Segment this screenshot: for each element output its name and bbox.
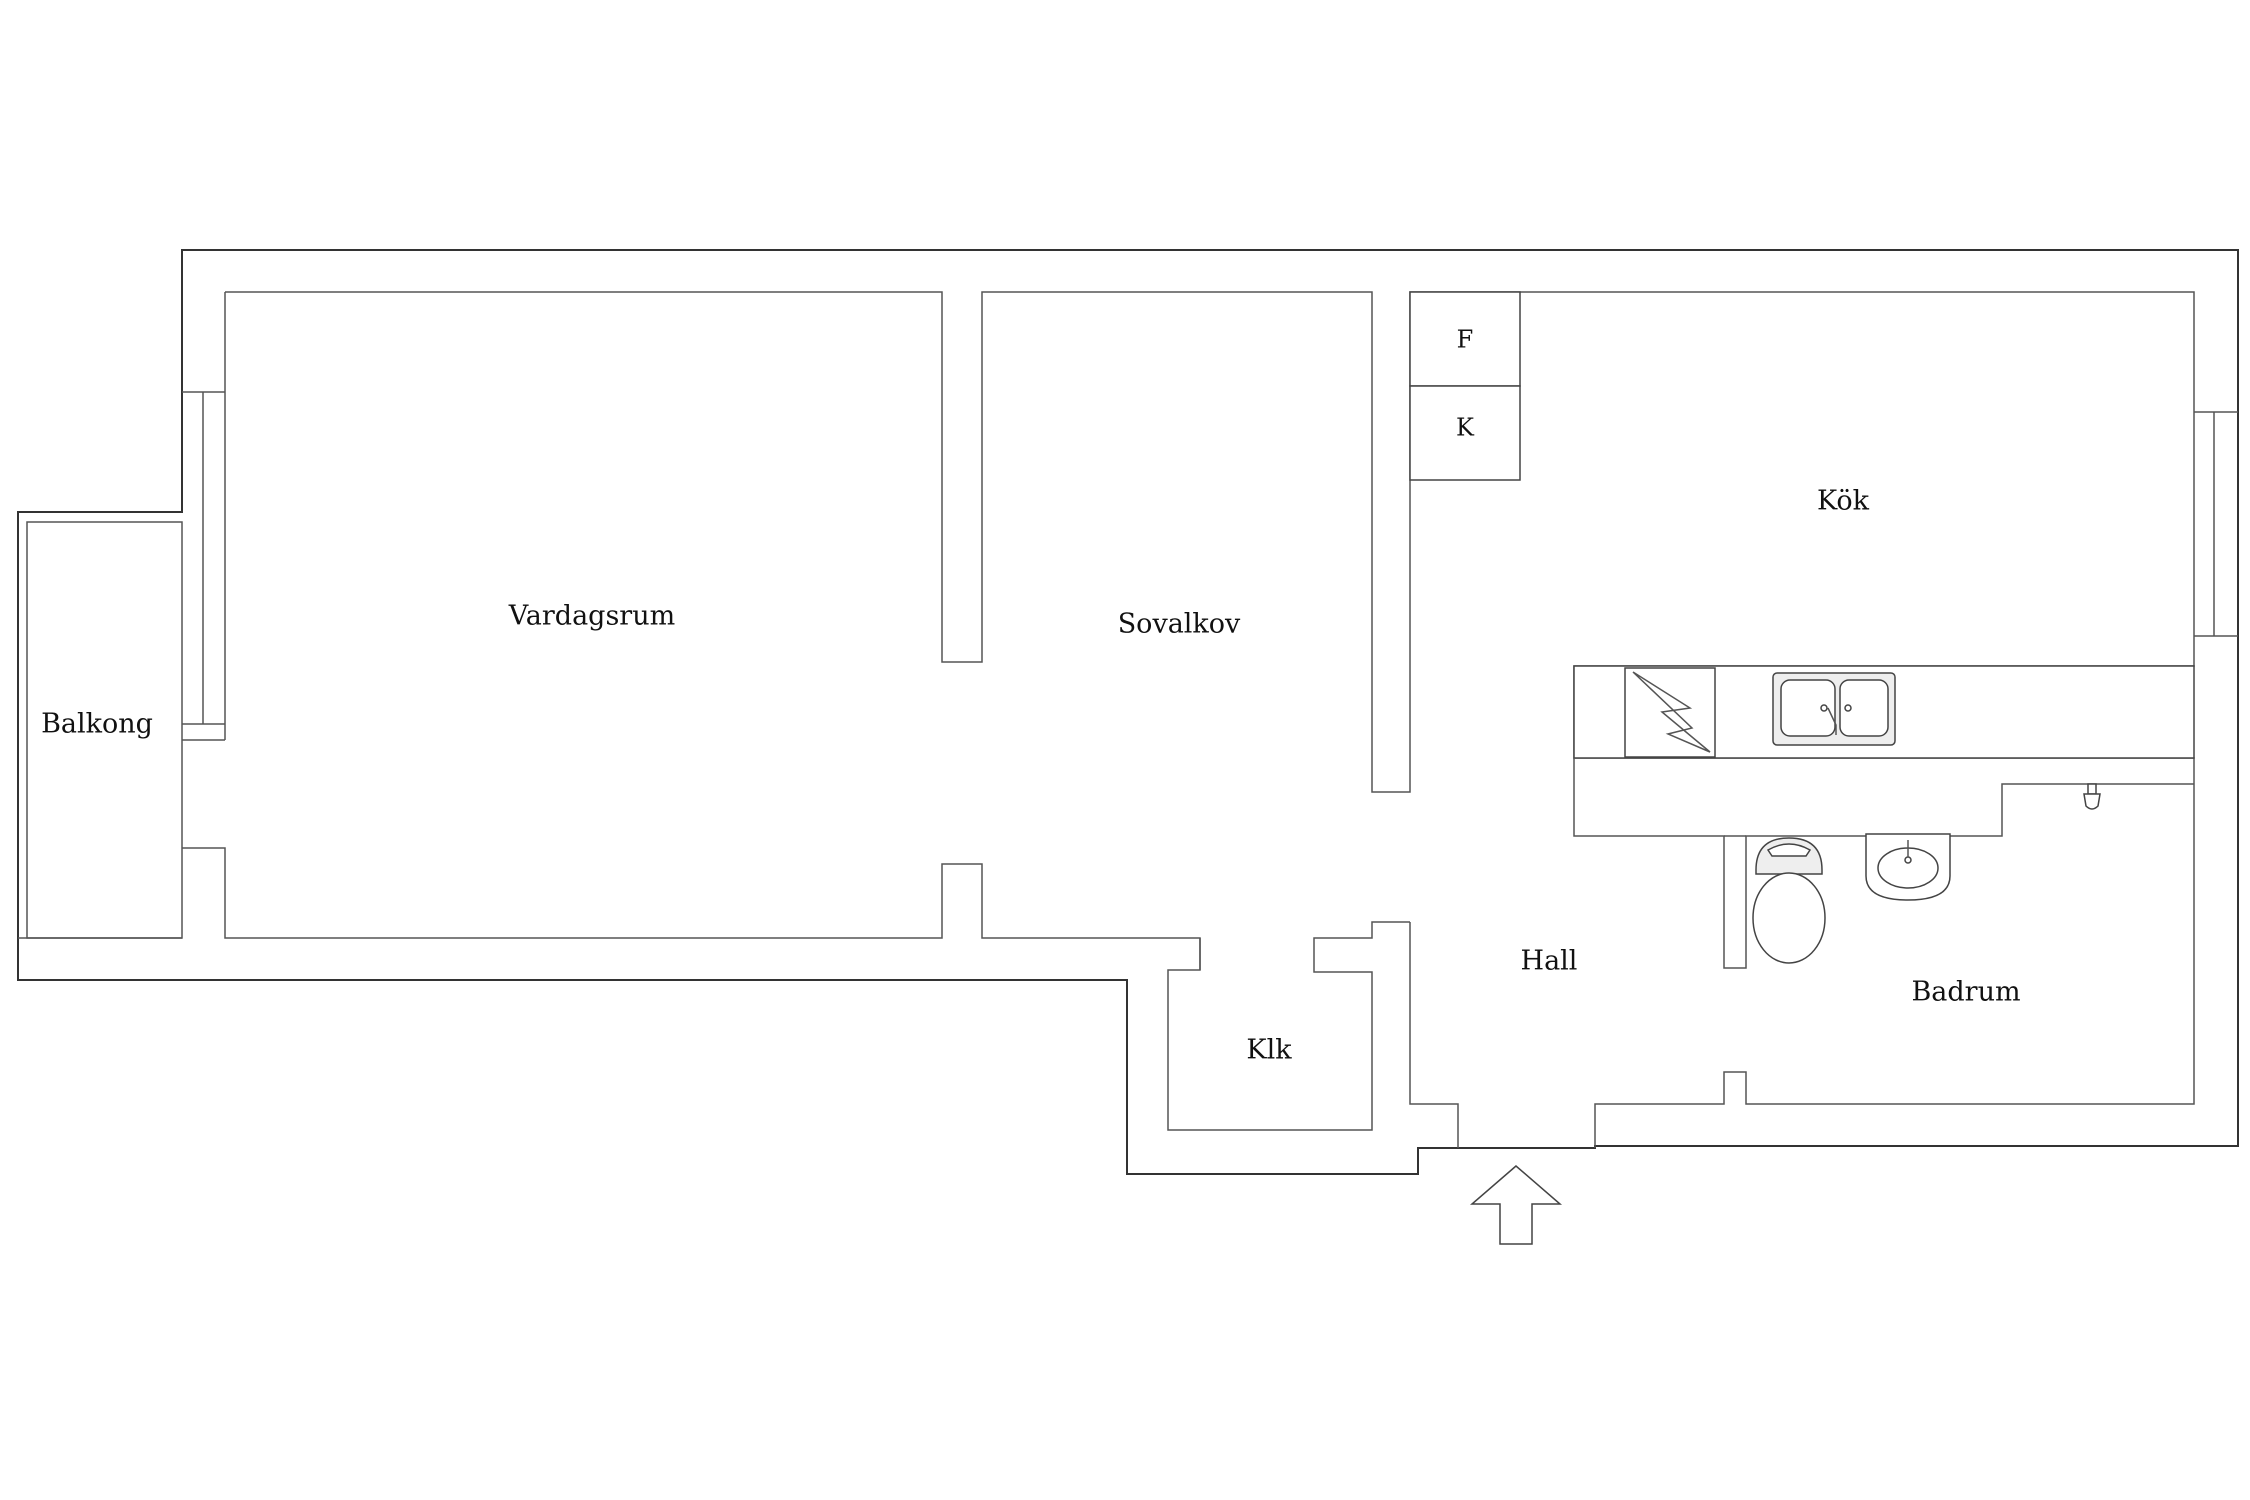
double-sink-icon (1772, 672, 1896, 746)
closet-walls (1199, 922, 1459, 1148)
room-label-balcony: Balkong (41, 709, 153, 740)
bathroom-walls (1573, 758, 2194, 969)
washbasin-icon (1865, 833, 1951, 901)
kitchen-window (2194, 411, 2238, 637)
room-label-kitchen: Kök (1817, 486, 1870, 517)
stove-icon (1624, 667, 1716, 758)
kitchen-counter (1573, 665, 2195, 759)
fridge-label: K (1456, 414, 1475, 442)
room-label-alcove: Sovalkov (1118, 609, 1241, 640)
shower-head-icon (2083, 783, 2101, 810)
living-room-walls (182, 292, 1410, 1131)
room-label-hall: Hall (1521, 946, 1578, 977)
entrance-arrow-icon (1469, 1165, 1563, 1245)
room-label-bathroom: Badrum (1911, 977, 2020, 1008)
balcony-area (18, 521, 183, 939)
fridge-freezer-unit: F K (1409, 291, 1521, 481)
toilet-icon (1752, 837, 1826, 964)
room-label-living-room: Vardagsrum (508, 601, 675, 632)
living-room-window (182, 391, 225, 741)
room-label-closet: Klk (1246, 1035, 1292, 1066)
freezer-label: F (1457, 326, 1474, 354)
